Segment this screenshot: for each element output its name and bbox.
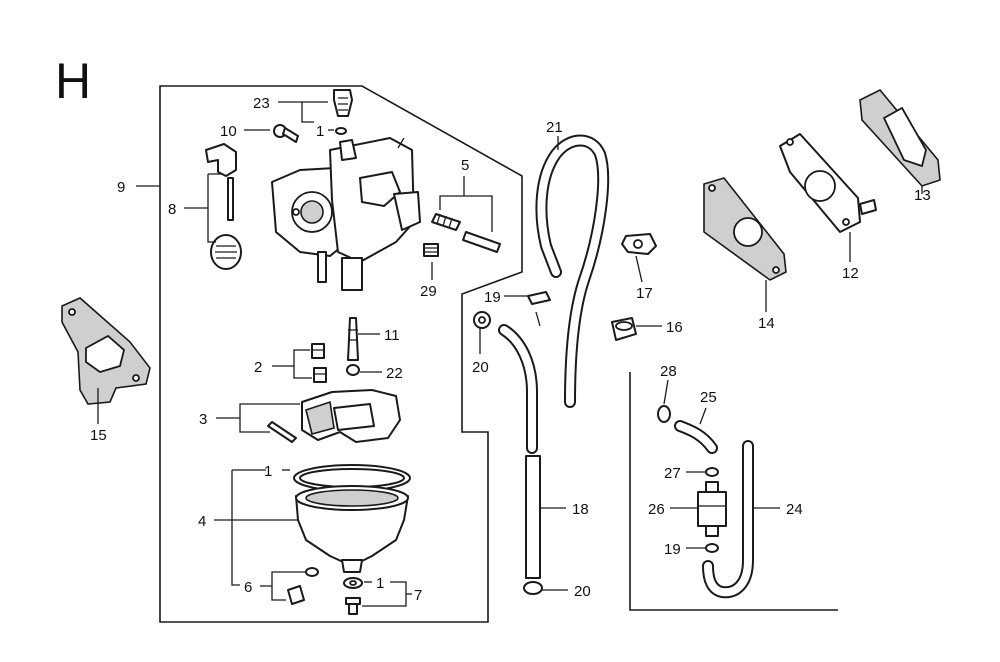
callout-2: 2 [254,359,262,376]
curved-fuel-hose [498,324,538,454]
callout-16: 16 [666,319,683,336]
part-8-choke-lever [205,143,242,270]
callout-19-upper: 19 [484,289,501,306]
callout-28: 28 [660,363,677,380]
carburetor-body [271,137,421,291]
part-19-clip-upper [527,291,551,327]
part-28-clamp [657,405,671,423]
callout-27: 27 [664,465,681,482]
part-15-insulator-gasket [61,297,151,405]
part-4-float-bowl [295,485,409,573]
section-letter: H [55,53,91,109]
part-25-fuel-hose [674,420,718,454]
callout-8: 8 [168,201,176,218]
part-27-clip [705,467,719,477]
part-14-carburetor-gasket [703,177,787,281]
callout-6: 6 [244,579,252,596]
callout-15: 15 [90,427,107,444]
callout-9: 9 [117,179,125,196]
callout-22: 22 [386,365,403,382]
part-11-float-needle [347,317,359,361]
callout-23: 23 [253,95,270,112]
callout-26: 26 [648,501,665,518]
part-18-fuel-tube [525,455,541,579]
callout-12: 12 [842,265,859,282]
leader-lines [97,101,923,607]
part-24-fuel-hose [702,440,754,599]
callout-17: 17 [636,285,653,302]
callout-11: 11 [384,327,400,344]
callout-24: 24 [786,501,803,518]
part-6-drain-screw [287,567,319,605]
part-2-jets [311,343,327,383]
callout-20-lower: 20 [574,583,591,600]
part-23-screw [333,89,353,117]
callout-5: 5 [461,157,469,174]
callout-7: 7 [414,587,422,604]
callout-3: 3 [199,411,207,428]
part-29-jet [423,243,439,257]
callout-labels: 23 10 1 9 8 5 29 11 22 2 3 1 4 6 1 7 15 … [90,95,931,604]
filter-frame [629,372,838,611]
callout-1-gasket: 1 [264,463,272,480]
callout-4: 4 [198,513,206,530]
part-7-bowl-bolt [343,577,363,615]
part-1-washer-top [335,127,347,135]
part-20-clamp-upper [473,311,491,329]
part-26-fuel-filter [697,481,727,537]
callout-21: 21 [546,119,563,136]
part-20-clamp-lower [523,581,543,595]
part-12-insulator [779,133,877,233]
part-10-screw [273,124,299,143]
part-16-hose-clip [611,317,637,341]
part-5-pilot-screw [431,213,501,253]
callout-1-top: 1 [316,123,324,140]
part-3-float [267,389,401,443]
callout-25: 25 [700,389,717,406]
part-22-seat [346,364,360,376]
callout-18: 18 [572,501,589,518]
callout-29: 29 [420,283,437,300]
callout-19-lower: 19 [664,541,681,558]
callout-13: 13 [914,187,931,204]
part-19-clip-lower [705,543,719,553]
part-13-gasket [859,89,941,187]
part-17-hose-clamp [621,233,657,255]
callout-10: 10 [220,123,237,140]
callout-20-upper: 20 [472,359,489,376]
assembly-frame [159,85,523,623]
callout-14: 14 [758,315,775,332]
callout-1-bolt: 1 [376,575,384,592]
part-21-fuel-hose [535,134,610,408]
